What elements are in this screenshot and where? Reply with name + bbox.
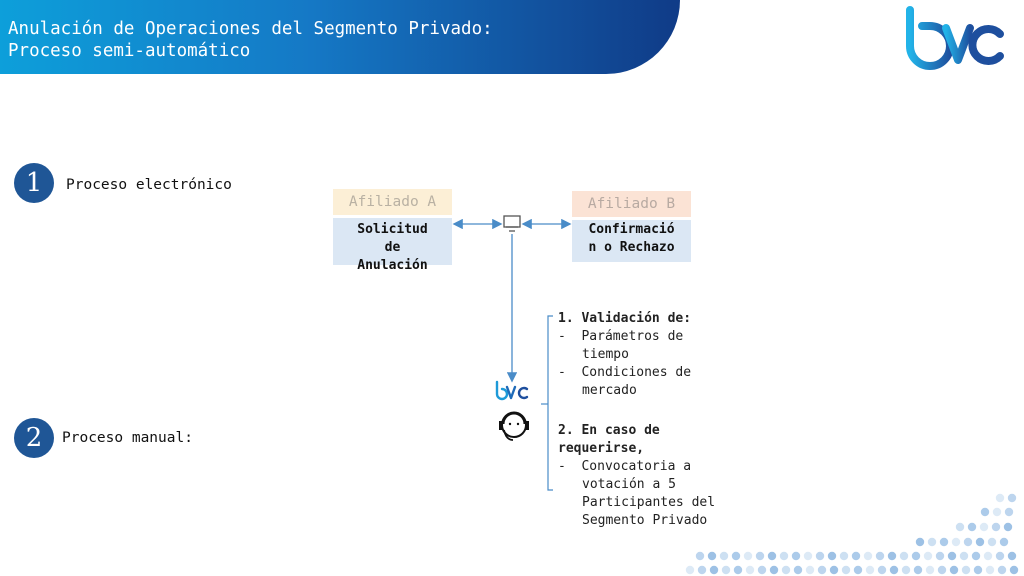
affiliate-b-body: Confirmació n o Rechazo <box>572 220 691 262</box>
bvc-logo <box>906 6 1004 70</box>
bvc-small-logo <box>495 380 529 401</box>
validation-list: 1. Validación de: - Parámetros de tiempo… <box>558 310 748 400</box>
affiliate-a-line-2: de <box>384 240 401 255</box>
validation-bracket <box>547 315 553 491</box>
affiliate-a-line-3: Anulación <box>357 258 428 273</box>
validation-item-1: - Parámetros de <box>558 329 684 344</box>
affiliate-b-line-1: Confirmació <box>588 222 675 237</box>
validation-item-2-cont: mercado <box>582 383 637 398</box>
operator-headset-icon <box>499 411 529 441</box>
validation-item-1-cont: tiempo <box>582 347 629 362</box>
manual-list: 2. En caso de requerirse, - Convocatoria… <box>558 422 758 530</box>
affiliate-a-body: Solicitud de Anulación <box>333 218 452 273</box>
step-2-badge: 2 <box>14 418 54 458</box>
manual-heading-1: 2. En caso de <box>558 423 660 438</box>
manual-item-1-cont: votación a 5 <box>582 477 676 492</box>
affiliate-a-title: Afiliado A <box>333 189 452 215</box>
title-line-1: Anulación de Operaciones del Segmento Pr… <box>8 19 493 39</box>
validation-heading: 1. Validación de: <box>558 311 692 326</box>
manual-item-1: - Convocatoria a <box>558 459 692 474</box>
affiliate-a-line-1: Solicitud <box>357 222 428 237</box>
step-1-badge: 1 <box>14 163 54 203</box>
title-line-2: Proceso semi-automático <box>8 41 251 61</box>
computer-icon <box>503 215 521 232</box>
step-2-label: Proceso manual: <box>62 430 193 446</box>
page-title: Anulación de Operaciones del Segmento Pr… <box>8 18 493 62</box>
affiliate-b-line-2: n o Rechazo <box>588 240 675 255</box>
affiliate-b-title: Afiliado B <box>572 191 691 217</box>
manual-heading-2: requerirse, <box>558 441 645 456</box>
manual-item-1-cont-2: Participantes del <box>582 495 716 510</box>
step-1-label: Proceso electrónico <box>66 177 232 193</box>
header-banner: Anulación de Operaciones del Segmento Pr… <box>0 0 680 74</box>
manual-item-1-cont-3: Segmento Privado <box>582 513 708 528</box>
validation-item-2: - Condiciones de <box>558 365 692 380</box>
